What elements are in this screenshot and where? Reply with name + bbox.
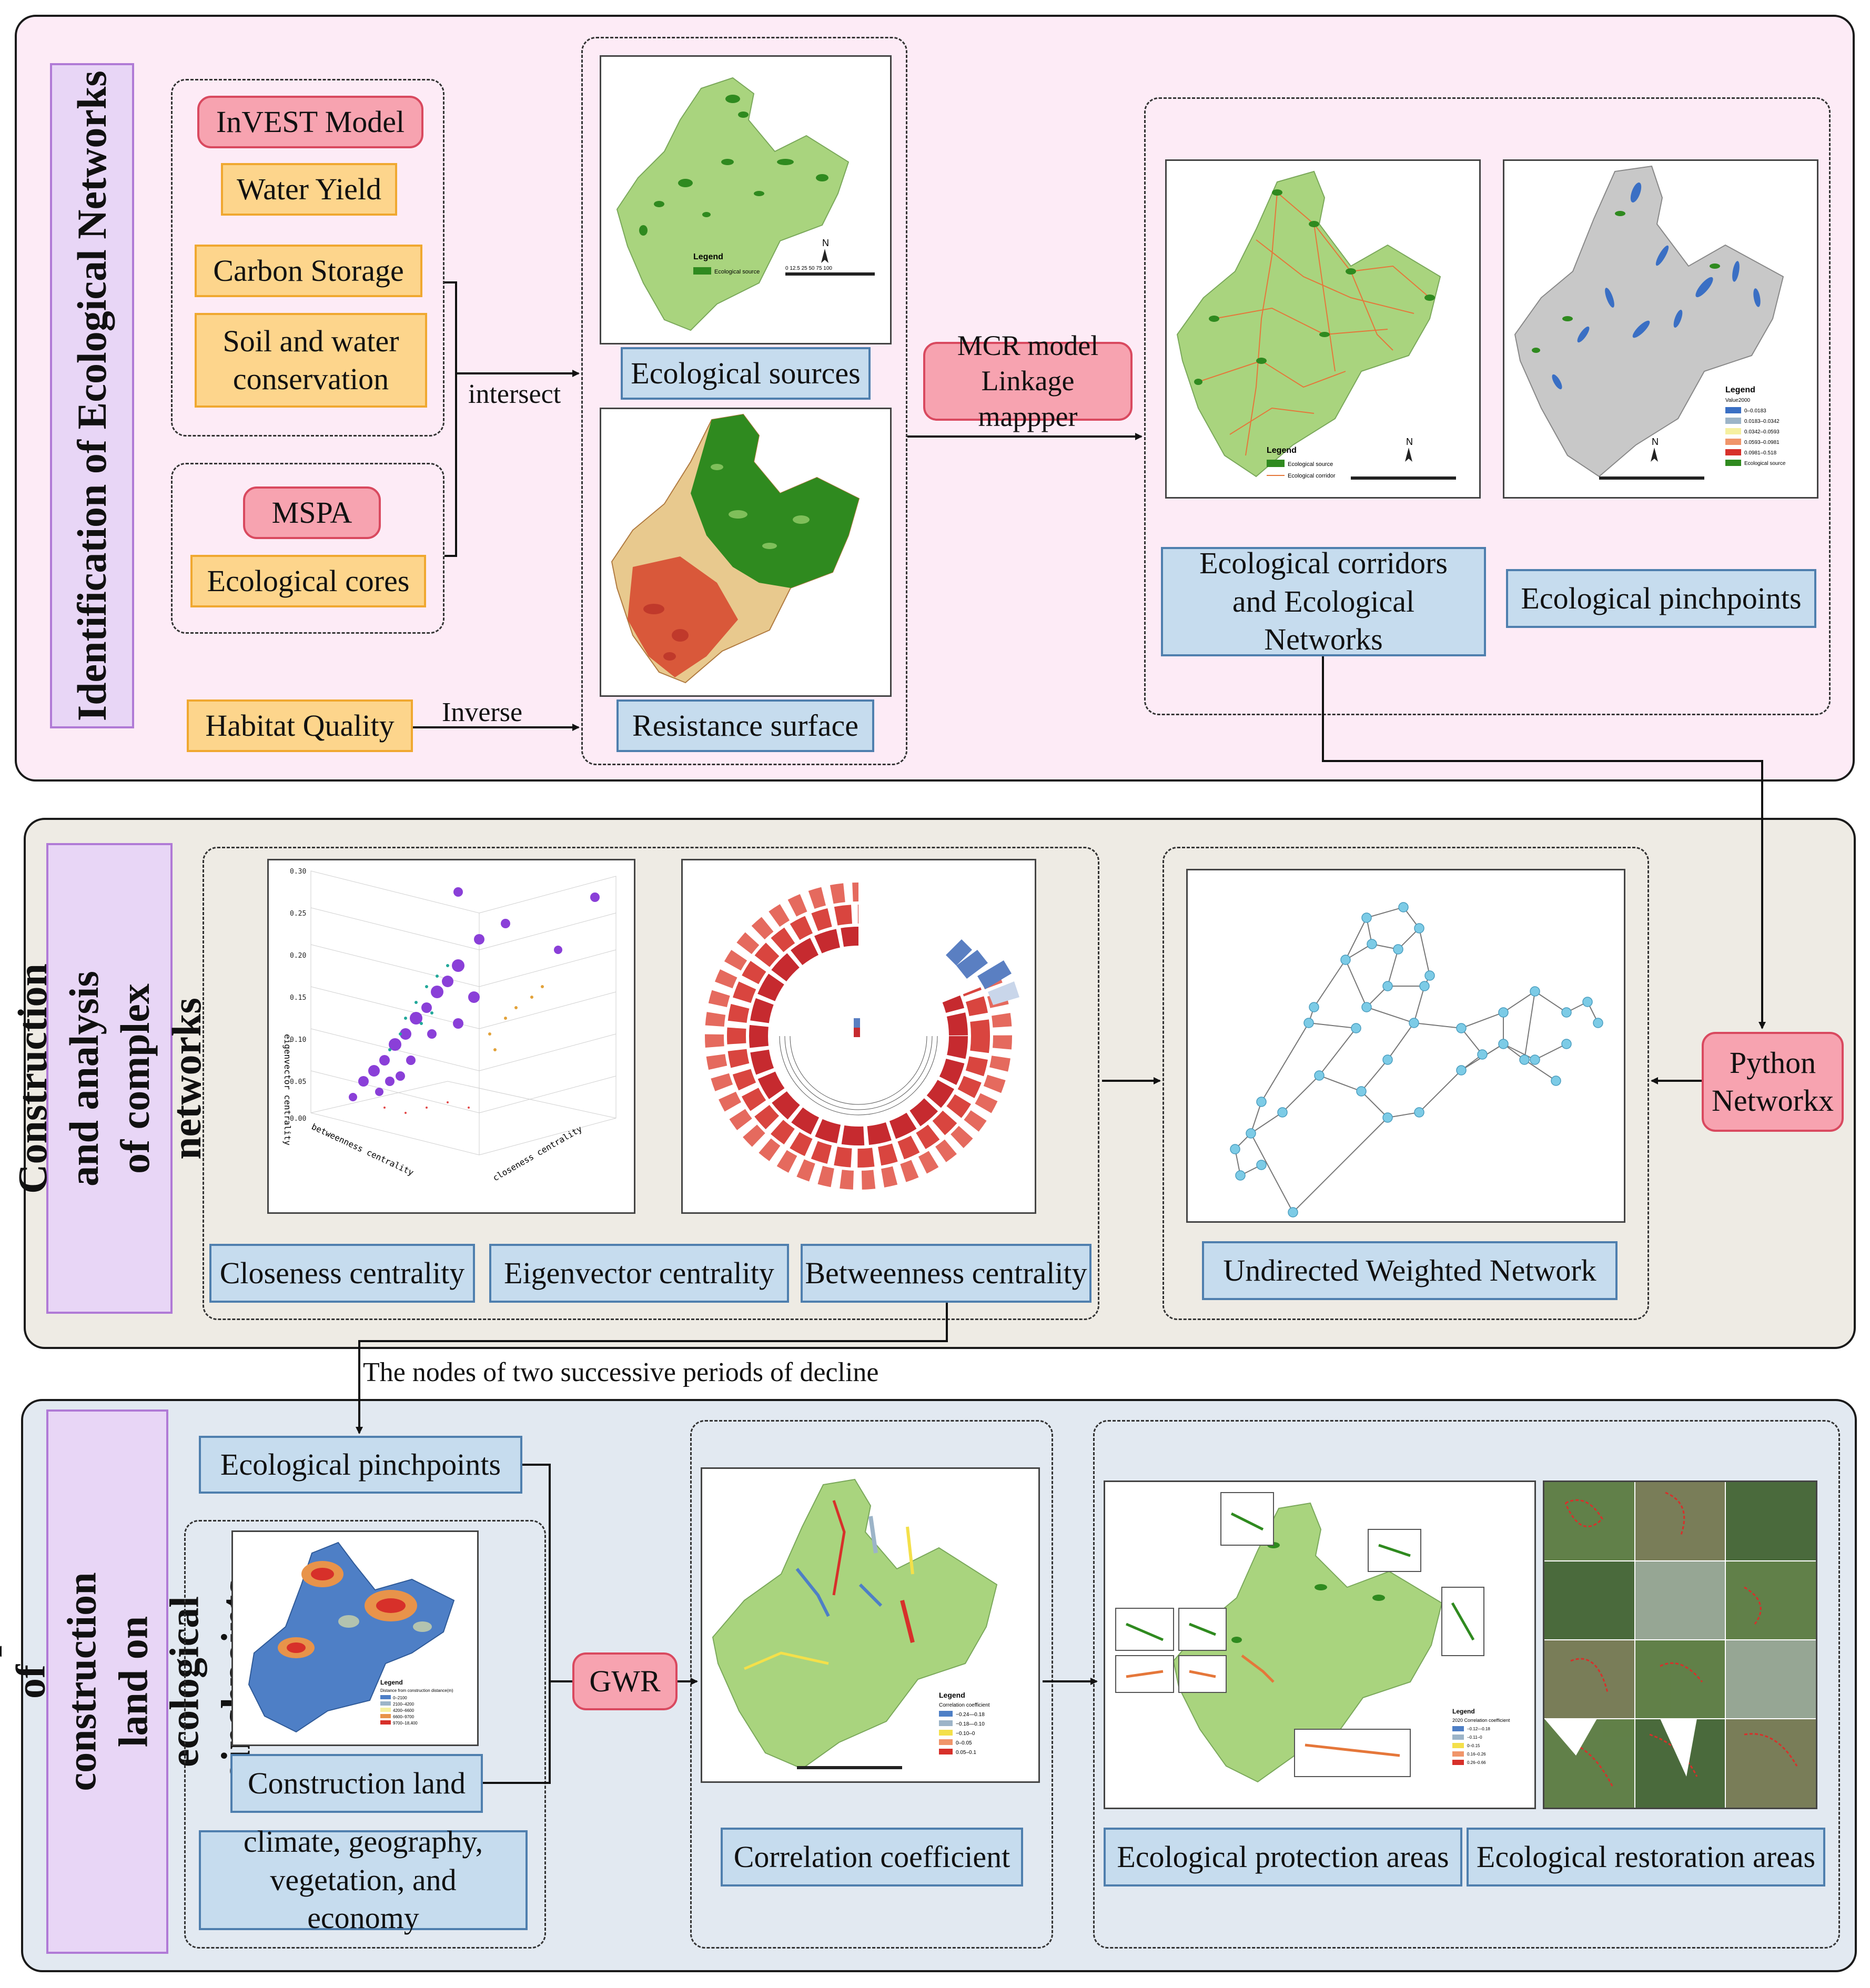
pinchpoints-input-box: Ecological pinchpoints xyxy=(199,1436,522,1494)
svg-text:Legend: Legend xyxy=(1267,446,1297,455)
svg-text:0.0981–0.518: 0.0981–0.518 xyxy=(1744,450,1777,456)
ecological-pinchpoints-box: Ecological pinchpoints xyxy=(1506,569,1816,628)
mcr-model-box: MCR model Linkage mappper xyxy=(923,330,1133,432)
svg-text:Legend: Legend xyxy=(1452,1708,1475,1715)
eigenvector-centrality-box: Eigenvector centrality xyxy=(489,1244,789,1303)
svg-text:0.16–0.26: 0.16–0.26 xyxy=(1467,1752,1486,1757)
panel3-title: The impact of construction land on ecolo… xyxy=(0,1409,258,1954)
svg-text:Legend: Legend xyxy=(693,252,723,261)
python-networkx-box: Python Networkx xyxy=(1702,1032,1844,1132)
soil-water-box: Soil and water conservation xyxy=(195,313,427,408)
protection-areas-box: Ecological protection areas xyxy=(1104,1828,1462,1886)
svg-text:0.26–0.66: 0.26–0.66 xyxy=(1467,1760,1486,1765)
svg-text:−0.12—0.18: −0.12—0.18 xyxy=(1467,1727,1490,1731)
sources-resistance-group xyxy=(581,37,907,765)
svg-text:0.05–0.1: 0.05–0.1 xyxy=(956,1750,976,1756)
construction-group xyxy=(184,1520,546,1949)
svg-text:2100–4200: 2100–4200 xyxy=(393,1702,415,1707)
svg-text:0 12.5 25 50 75 1: 0 12.5 25 50 75 100 xyxy=(785,266,832,271)
svg-text:0.25: 0.25 xyxy=(290,910,306,918)
resistance-surface-box: Resistance surface xyxy=(616,699,874,752)
mspa-group xyxy=(171,463,444,634)
water-yield-box: Water Yield xyxy=(221,163,397,216)
construction-land-map: Legend Distance from construction distan… xyxy=(231,1530,479,1746)
restoration-areas-box: Ecological restoration areas xyxy=(1467,1828,1825,1886)
networks-group xyxy=(1144,97,1831,715)
restoration-areas-satellite xyxy=(1543,1480,1817,1809)
svg-text:eigenvector centrality: eigenvector centrality xyxy=(282,1034,292,1145)
svg-text:9700–18,400: 9700–18,400 xyxy=(393,1721,418,1726)
resistance-surface-map xyxy=(600,408,892,697)
centrality-group xyxy=(203,847,1099,1320)
ecological-cores-box: Ecological cores xyxy=(190,555,426,607)
decline-nodes-label: The nodes of two successive periods of d… xyxy=(363,1357,879,1387)
panel2-title: Construction and analysis of complex net… xyxy=(9,843,209,1314)
ecological-sources-box: Ecological sources xyxy=(621,347,871,400)
svg-text:Ecological corridor: Ecological corridor xyxy=(1288,473,1336,479)
svg-text:0.0342–0.0593: 0.0342–0.0593 xyxy=(1744,429,1780,435)
svg-text:Ecological source: Ecological source xyxy=(714,269,760,275)
svg-text:0.10: 0.10 xyxy=(290,1036,306,1044)
svg-text:−0.10–0: −0.10–0 xyxy=(956,1731,975,1737)
centrality-3d-scatter: 0.30 0.25 0.20 0.15 0.10 0.05 0.00 eigen… xyxy=(267,859,635,1214)
svg-text:0–2100: 0–2100 xyxy=(393,1696,407,1700)
svg-text:0–0.15: 0–0.15 xyxy=(1467,1743,1480,1748)
svg-text:0.15: 0.15 xyxy=(290,994,306,1002)
ecological-corridors-map: Legend Ecological source Ecological corr… xyxy=(1165,159,1481,499)
svg-text:0.00: 0.00 xyxy=(290,1115,306,1123)
svg-text:−0.18—0.10: −0.18—0.10 xyxy=(956,1721,985,1727)
svg-text:Legend: Legend xyxy=(1725,386,1755,394)
svg-text:N: N xyxy=(1406,437,1413,447)
factors-box: climate, geography, vegetation, and econ… xyxy=(199,1824,528,1935)
ecological-sources-map: Legend Ecological source N 0 12.5 25 50 … xyxy=(600,55,892,344)
svg-text:0.20: 0.20 xyxy=(290,952,306,960)
svg-text:0.05: 0.05 xyxy=(290,1078,306,1086)
ecological-pinchpoints-map: Legend Value2000 0–0.0183 0.0183–0.0342 … xyxy=(1503,159,1818,499)
svg-text:6600–9700: 6600–9700 xyxy=(393,1715,415,1719)
svg-text:N: N xyxy=(1652,437,1659,447)
svg-text:0.30: 0.30 xyxy=(290,868,306,876)
svg-text:2020 Correlation coefficient: 2020 Correlation coefficient xyxy=(1452,1718,1510,1723)
network-group xyxy=(1163,847,1649,1320)
svg-text:4200–6600: 4200–6600 xyxy=(393,1708,415,1713)
svg-text:Value2000: Value2000 xyxy=(1725,398,1751,403)
svg-text:Legend: Legend xyxy=(939,1691,965,1699)
betweenness-centrality-box: Betweenness centrality xyxy=(801,1244,1091,1303)
svg-text:0–0.0183: 0–0.0183 xyxy=(1744,408,1766,414)
betweenness-circular-heatmap xyxy=(681,859,1036,1214)
inverse-label: Inverse xyxy=(442,697,523,727)
invest-group xyxy=(171,79,444,437)
corridors-networks-box: Ecological corridors and Ecological Netw… xyxy=(1161,546,1486,656)
undirected-network-box: Undirected Weighted Network xyxy=(1202,1241,1618,1300)
svg-text:0.0593–0.0981: 0.0593–0.0981 xyxy=(1744,440,1780,445)
carbon-storage-box: Carbon Storage xyxy=(195,245,422,297)
svg-text:Ecological source: Ecological source xyxy=(1288,461,1333,468)
closeness-centrality-box: Closeness centrality xyxy=(209,1244,475,1303)
construction-land-box: Construction land xyxy=(230,1754,483,1813)
undirected-network-graph xyxy=(1186,869,1625,1223)
mspa-box: MSPA xyxy=(243,486,381,539)
invest-model-box: InVEST Model xyxy=(197,96,423,148)
panel1-title: Identification of Ecological Networks xyxy=(50,63,134,728)
correlation-coefficient-box: Correlation coefficient xyxy=(721,1828,1023,1886)
svg-text:0.0183–0.0342: 0.0183–0.0342 xyxy=(1744,419,1780,424)
svg-text:Ecological source: Ecological source xyxy=(1744,461,1786,466)
correlation-map: Legend Correlation coefficient −0.24—0.1… xyxy=(701,1467,1040,1783)
svg-text:Distance from construction dis: Distance from construction distance(m) xyxy=(380,1688,453,1693)
svg-text:Correlation coefficient: Correlation coefficient xyxy=(939,1702,990,1708)
svg-text:0–0.05: 0–0.05 xyxy=(956,1740,972,1746)
gwr-box: GWR xyxy=(572,1652,678,1710)
habitat-quality-box: Habitat Quality xyxy=(187,699,413,752)
svg-text:−0.24—0.18: −0.24—0.18 xyxy=(956,1712,985,1718)
intersect-label: intersect xyxy=(468,379,561,409)
svg-text:N: N xyxy=(822,238,829,248)
svg-text:Legend: Legend xyxy=(380,1679,403,1686)
svg-text:−0.11–0: −0.11–0 xyxy=(1467,1735,1482,1740)
protection-areas-map: Legend 2020 Correlation coefficient −0.1… xyxy=(1104,1480,1536,1809)
